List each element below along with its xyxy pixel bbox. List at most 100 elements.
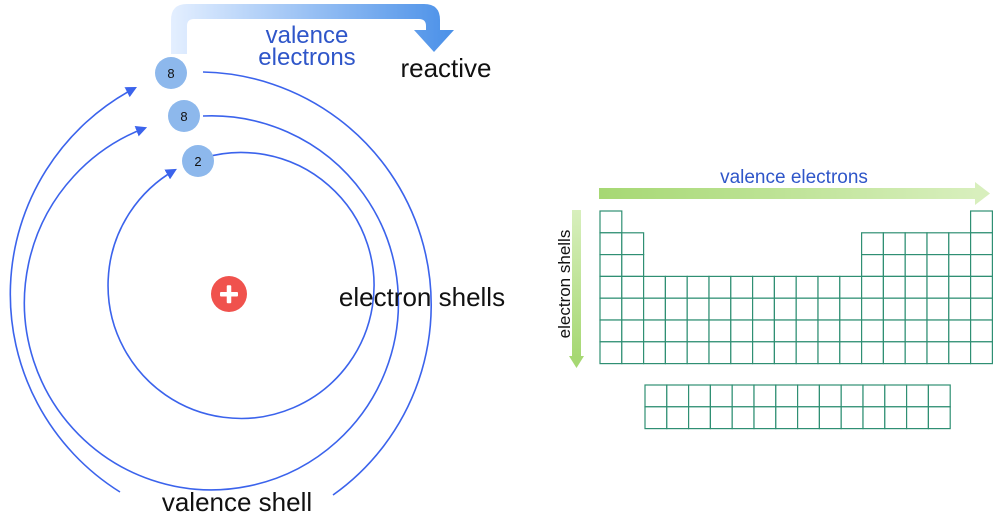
electron-shells-arrow-label: electron shells (555, 230, 574, 339)
orbit-outer-left (9, 86, 137, 493)
valence-electrons-label-line1: valence (266, 22, 349, 49)
element-cell (860, 297, 884, 321)
element-cell (686, 341, 710, 365)
element-cell (642, 319, 666, 343)
orbit-outer (202, 71, 432, 496)
element-cell (905, 384, 929, 408)
electron-count: 2 (194, 154, 201, 169)
valence-electrons-arrow (599, 182, 990, 205)
element-cell (664, 275, 688, 299)
element-cell (839, 341, 863, 365)
element-cell (839, 275, 863, 299)
element-cell (708, 275, 732, 299)
element-cell (882, 341, 906, 365)
element-cell (860, 341, 884, 365)
element-cell (948, 341, 972, 365)
element-cell (730, 319, 754, 343)
electron-shell-3: 8 (155, 57, 187, 89)
element-cell (927, 406, 951, 430)
element-cell (882, 232, 906, 256)
element-cell (753, 384, 777, 408)
element-cell (969, 319, 993, 343)
element-cell (817, 275, 841, 299)
element-cell (795, 341, 819, 365)
element-cell (860, 254, 884, 278)
element-cell (708, 341, 732, 365)
element-cell (926, 319, 950, 343)
element-cell (621, 275, 645, 299)
element-cell (882, 254, 906, 278)
element-cell (904, 232, 928, 256)
element-cell (664, 341, 688, 365)
element-cell (882, 319, 906, 343)
element-cell (948, 275, 972, 299)
element-cell (621, 319, 645, 343)
element-cell (687, 406, 711, 430)
element-cell (753, 406, 777, 430)
element-cell (817, 319, 841, 343)
reactive-arrow (171, 4, 454, 54)
element-cell (884, 384, 908, 408)
valence-electrons-label-line2: electrons (258, 44, 355, 71)
element-cell (948, 297, 972, 321)
element-cell (775, 406, 799, 430)
element-cell (621, 341, 645, 365)
element-cell (644, 406, 668, 430)
periodic-table: valence electrons electron shells (555, 167, 993, 430)
element-cell (904, 341, 928, 365)
element-cell (664, 297, 688, 321)
element-cell (818, 406, 842, 430)
element-cell (642, 341, 666, 365)
element-cell (795, 275, 819, 299)
element-cell (599, 275, 623, 299)
element-cell (599, 254, 623, 278)
element-cell (709, 384, 733, 408)
element-cell (731, 384, 755, 408)
element-cell (969, 341, 993, 365)
element-cell (926, 254, 950, 278)
element-cell (818, 384, 842, 408)
element-cell (687, 384, 711, 408)
electron-count: 8 (167, 66, 174, 81)
orbit-middle (23, 115, 400, 491)
element-cell (969, 210, 993, 234)
element-cell (708, 319, 732, 343)
periodic-table-f-block (644, 384, 951, 430)
element-cell (884, 406, 908, 430)
element-cell (840, 384, 864, 408)
element-cell (666, 384, 690, 408)
element-cell (642, 297, 666, 321)
atom-model: 2 8 8 valence electrons reactive electro… (9, 4, 505, 516)
element-cell (817, 341, 841, 365)
element-cell (773, 275, 797, 299)
element-cell (686, 275, 710, 299)
element-cell (926, 232, 950, 256)
element-cell (773, 341, 797, 365)
element-cell (751, 275, 775, 299)
element-cell (796, 384, 820, 408)
element-cell (730, 297, 754, 321)
element-cell (904, 254, 928, 278)
element-cell (839, 319, 863, 343)
element-cell (860, 275, 884, 299)
element-cell (621, 232, 645, 256)
element-cell (904, 319, 928, 343)
electron-shell-2: 8 (168, 100, 200, 132)
element-cell (860, 232, 884, 256)
element-cell (599, 319, 623, 343)
element-cell (621, 254, 645, 278)
element-cell (751, 297, 775, 321)
element-cell (773, 319, 797, 343)
element-cell (862, 384, 886, 408)
element-cell (882, 297, 906, 321)
element-cell (795, 319, 819, 343)
electron-shell-1: 2 (182, 145, 214, 177)
element-cell (948, 254, 972, 278)
element-cell (969, 254, 993, 278)
element-cell (731, 406, 755, 430)
element-cell (796, 406, 820, 430)
element-cell (599, 210, 623, 234)
element-cell (775, 384, 799, 408)
element-cell (926, 297, 950, 321)
